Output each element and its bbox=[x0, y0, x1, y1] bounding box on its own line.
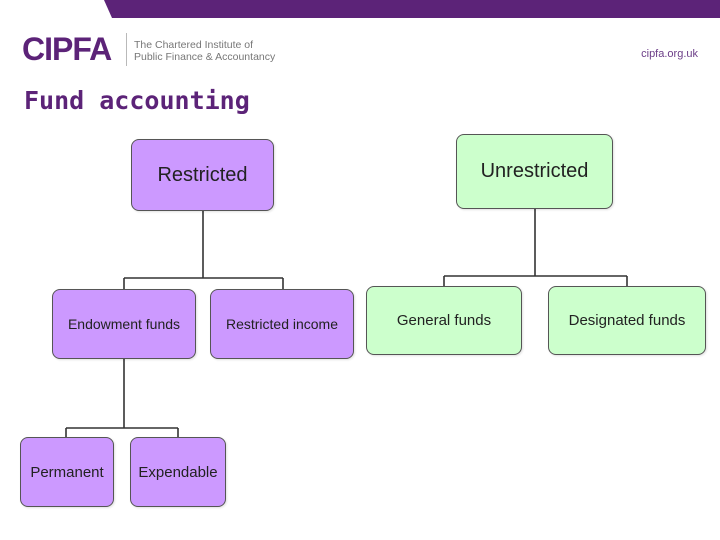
node-permanent: Permanent bbox=[20, 437, 114, 507]
node-designated-funds: Designated funds bbox=[548, 286, 706, 355]
node-general-funds: General funds bbox=[366, 286, 522, 355]
logo-tagline: The Chartered Institute of Public Financ… bbox=[134, 39, 304, 63]
page-title: Fund accounting bbox=[24, 86, 250, 115]
node-expendable: Expendable bbox=[130, 437, 226, 507]
node-endowment-funds: Endowment funds bbox=[52, 289, 196, 359]
logo-divider bbox=[126, 33, 127, 66]
header-bar bbox=[0, 0, 720, 18]
logo-mark: CIPFA bbox=[22, 31, 112, 67]
node-restricted-income: Restricted income bbox=[210, 289, 354, 359]
node-restricted: Restricted bbox=[131, 139, 274, 211]
logo-tagline-line1: The Chartered Institute of bbox=[134, 39, 254, 51]
node-unrestricted: Unrestricted bbox=[456, 134, 613, 209]
site-url: cipfa.org.uk bbox=[641, 48, 698, 60]
logo-tagline-line2: Public Finance & Accountancy bbox=[134, 51, 276, 63]
header-bar-notch bbox=[0, 0, 112, 18]
